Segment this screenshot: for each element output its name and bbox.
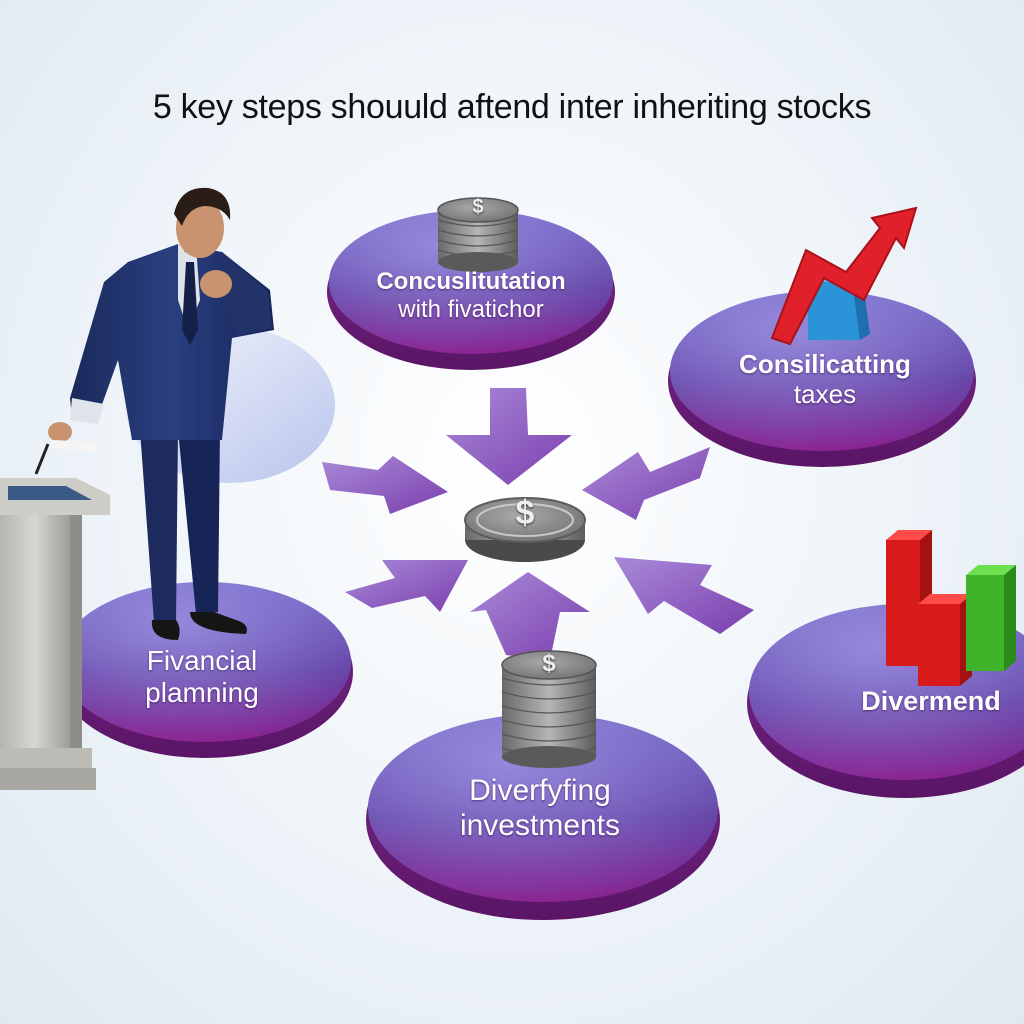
arrow-from-lower-right (614, 557, 754, 634)
coin-dollar-sign: $ (542, 650, 556, 677)
center-coin-icon (464, 497, 586, 562)
coin-stack-icon (501, 650, 597, 768)
arrow-from-lower-left (345, 560, 468, 612)
step-consultation-label: Concuslitutation with fivatichor (341, 268, 601, 323)
pedestal-icon (0, 478, 110, 790)
arrow-from-upper-right (582, 447, 710, 520)
step-diversifying-label: Diverfyfing investments (400, 774, 680, 843)
disk-bottom (366, 714, 720, 920)
arrow-from-bottom (470, 572, 590, 660)
disk-top (327, 210, 615, 370)
step-label-line: investments (459, 808, 621, 842)
coin-stack-icon (437, 197, 519, 272)
center-dollar-sign: $ (515, 494, 535, 532)
convergence-arrows (322, 388, 754, 660)
step-taxes-label: Consilicatting taxes (690, 349, 960, 410)
step-divermend-label: Divermend (838, 686, 1024, 717)
person-figure (34, 187, 274, 640)
step-label-line: Concuslitutation (376, 268, 566, 295)
arrow-from-upper-left (322, 456, 448, 514)
step-label-line: plamning (145, 677, 259, 709)
step-label-line: Consilicatting (739, 349, 911, 379)
step-label-line: Diverfyfing (469, 774, 611, 807)
bar-chart-icon (886, 530, 1016, 686)
coin-dollar-sign: $ (472, 196, 484, 218)
step-label-line: Divermend (861, 686, 1001, 716)
step-label-line: Fivancial (146, 645, 258, 676)
red-trend-arrow-icon (770, 206, 918, 346)
step-label-line: taxes (793, 378, 857, 409)
step-label-line: with fivatichor (398, 295, 544, 323)
arrow-from-top (446, 388, 572, 485)
page-title: 5 key steps shouuld aftend inter inherit… (152, 88, 872, 126)
disk-right-top (668, 291, 976, 467)
disk-left (57, 582, 353, 758)
step-financial-planning-label: Fivancial plamning (82, 645, 322, 709)
